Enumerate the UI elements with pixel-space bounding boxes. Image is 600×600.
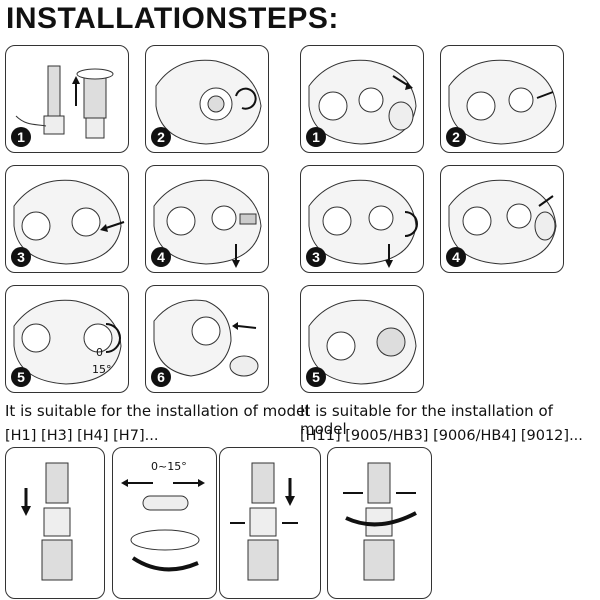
bottom-panel-4: [327, 447, 432, 599]
step-number-badge: 6: [151, 367, 171, 387]
headlight-housing-illustration: [155, 59, 262, 145]
headlight-housing-illustration: [448, 59, 557, 145]
left-step-1-panel: 1: [5, 45, 129, 153]
bottom-panel-1: [5, 447, 105, 599]
step-number-badge: 1: [306, 127, 326, 147]
step-number-badge: 3: [11, 247, 31, 267]
bottom-angle-label: 0~15°: [151, 460, 187, 473]
step-number-badge: 3: [306, 247, 326, 267]
right-step-2-panel: 2: [440, 45, 564, 153]
adapter-rotate-illustration: [121, 479, 205, 572]
left-step-6-panel: 6: [145, 285, 269, 393]
left-step-3-panel: 3: [5, 165, 129, 273]
left-models: [H1] [H3] [H4] [H7]...: [5, 428, 159, 444]
page-title: INSTALLATIONSTEPS:: [6, 2, 339, 35]
right-caption: It is suitable for the installation of m…: [300, 402, 553, 438]
left-step-4-panel: 4: [145, 165, 269, 273]
headlight-housing-illustration: [308, 59, 417, 145]
bulb-insert-illustration: [21, 462, 73, 581]
headlight-housing-illustration: [153, 179, 262, 268]
angle-label-right: 15°: [92, 363, 112, 376]
bulb-lock-illustration: [343, 462, 417, 581]
bulb-removal-illustration: [15, 65, 114, 139]
bulb-insert-illustration: [230, 462, 298, 581]
left-caption: It is suitable for the installation of m…: [5, 402, 310, 420]
headlight-housing-illustration: [13, 299, 122, 385]
headlight-housing-illustration: [153, 299, 259, 377]
bottom-panel-3: [219, 447, 321, 599]
angle-label-left: 0: [96, 346, 103, 359]
step-number-badge: 2: [446, 127, 466, 147]
left-step-2-panel: 2: [145, 45, 269, 153]
right-step-3-panel: 3: [300, 165, 424, 273]
left-step-5-panel: 0 15° 5: [5, 285, 129, 393]
step-number-badge: 5: [11, 367, 31, 387]
headlight-housing-illustration: [308, 299, 417, 385]
headlight-housing-illustration: [13, 179, 125, 265]
right-step-5-panel: 5: [300, 285, 424, 393]
step-number-badge: 4: [151, 247, 171, 267]
step-number-badge: 1: [11, 127, 31, 147]
right-step-4-panel: 4: [440, 165, 564, 273]
right-models: [H11] [9005/HB3] [9006/HB4] [9012]...: [300, 428, 583, 444]
step-number-badge: 4: [446, 247, 466, 267]
step-number-badge: 5: [306, 367, 326, 387]
step-number-badge: 2: [151, 127, 171, 147]
right-step-1-panel: 1: [300, 45, 424, 153]
headlight-housing-illustration: [308, 179, 418, 268]
bottom-panel-2: 0~15°: [112, 447, 217, 599]
headlight-housing-illustration: [448, 179, 557, 265]
